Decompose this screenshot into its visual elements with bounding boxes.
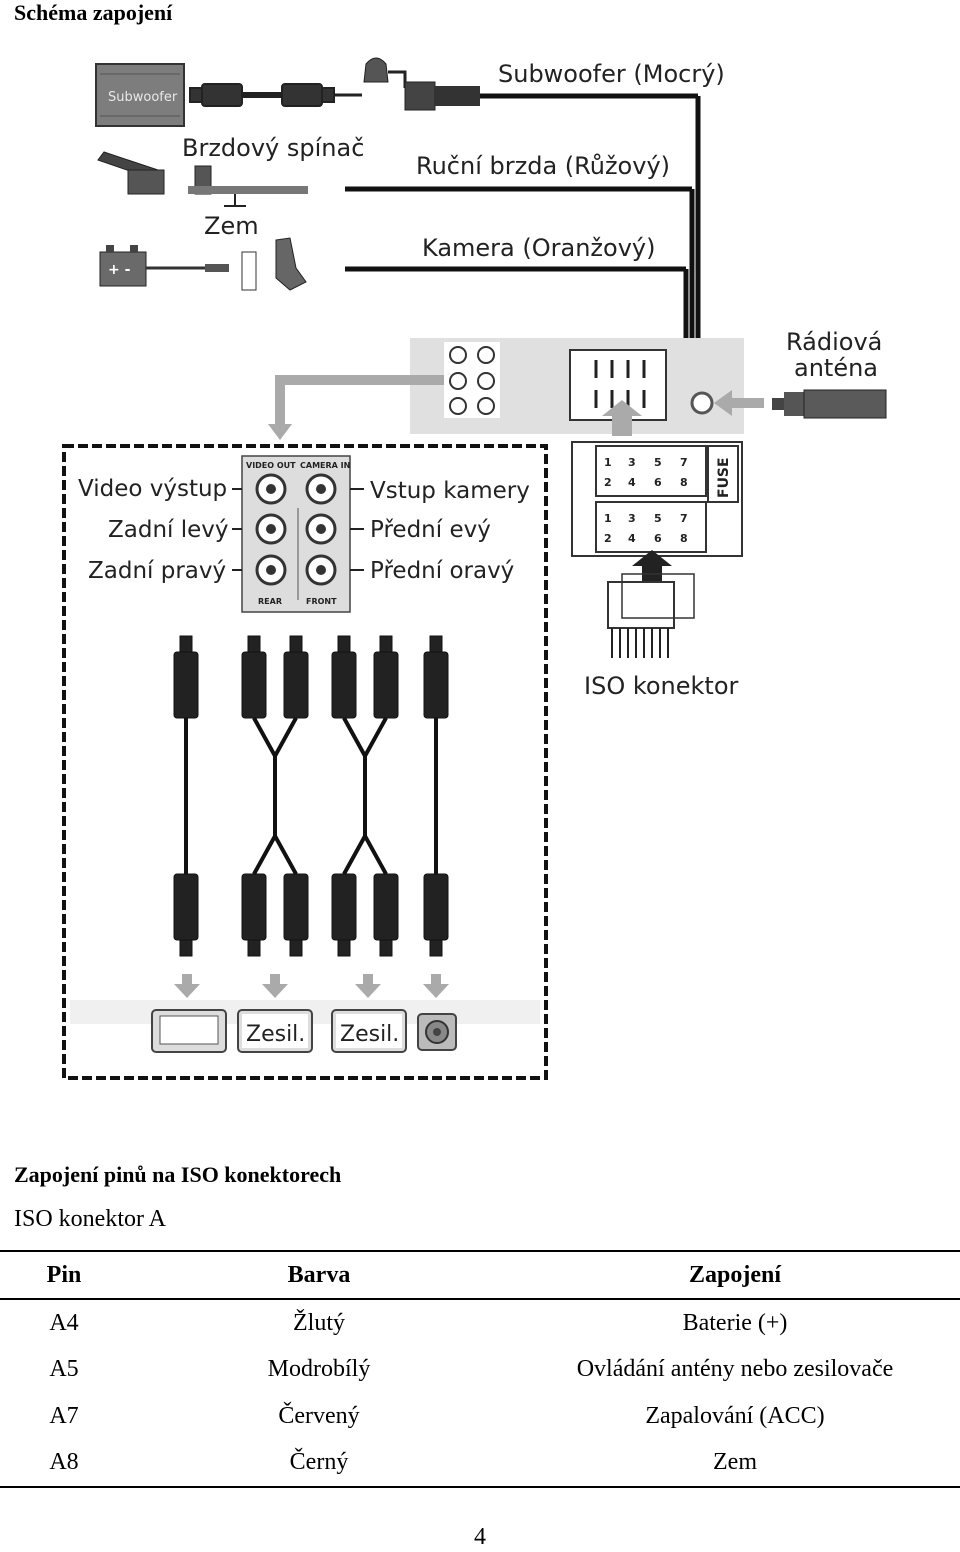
svg-text:2: 2 [604, 532, 612, 545]
pin-cell: A7 [49, 1402, 79, 1429]
svg-text:8: 8 [680, 532, 688, 545]
svg-text:6: 6 [654, 476, 662, 489]
color-cell: Modrobílý [267, 1356, 371, 1383]
pin-cell: A8 [0, 1439, 128, 1488]
arrow-down-icon [268, 424, 292, 440]
subwoofer-speaker-icon [417, 1013, 457, 1051]
rca-section-border [62, 444, 548, 1080]
subwoofer-box-label: Subwoofer [108, 90, 178, 105]
svg-text:2: 2 [604, 476, 612, 489]
svg-text:8: 8 [680, 476, 688, 489]
antenna-plug-icon [772, 389, 887, 419]
rca-cables-icon [173, 635, 449, 957]
svg-text:3: 3 [628, 456, 636, 469]
svg-text:4: 4 [628, 476, 636, 489]
monitor-icon [151, 1009, 227, 1053]
arrow-up-icon [602, 400, 642, 436]
fuse-label: FUSE [716, 457, 732, 498]
connection-cell: Baterie (+) [682, 1309, 788, 1336]
brake-switch-label: Brzdový spínač [182, 134, 364, 162]
table-header-row: Pin Barva Zapojení [0, 1250, 960, 1300]
svg-text:4: 4 [628, 532, 636, 545]
iso-connector-block: FUSE 1 3 5 7 2 4 6 8 1 3 5 7 2 4 6 8 [571, 441, 743, 557]
rear-left-label: Zadní levý [108, 517, 229, 543]
page-title: Schéma zapojení [14, 0, 173, 25]
panel-video-out-label: VIDEO OUT [246, 461, 296, 470]
ground-label: Zem [204, 212, 259, 240]
color-cell: Červený [278, 1402, 360, 1429]
header-pin: Pin [0, 1250, 128, 1300]
camera-in-label: Vstup kamery [370, 478, 530, 504]
camera-wire-label: Kamera (Oranžový) [422, 234, 655, 262]
front-left-label: Přední evý [370, 517, 491, 543]
svg-text:3: 3 [628, 512, 636, 525]
svg-text:1: 1 [604, 512, 612, 525]
table-row: A8 Černý Zem [0, 1439, 960, 1488]
front-right-label: Přední oravý [370, 558, 514, 584]
svg-text:5: 5 [654, 456, 662, 469]
svg-text:1: 1 [604, 456, 612, 469]
battery-icon: + - [99, 245, 229, 287]
svg-text:5: 5 [654, 512, 662, 525]
video-out-label: Video výstup [78, 476, 227, 502]
amplifier-2-icon: Zesil. [331, 1009, 407, 1053]
subwoofer-wire-label: Subwoofer (Mocrý) [498, 60, 725, 88]
amplifier-2-label: Zesil. [340, 1022, 399, 1047]
pin-cell: A5 [49, 1356, 79, 1383]
color-cell: Žlutý [293, 1309, 345, 1336]
section-subtitle: ISO konektor A [14, 1206, 166, 1232]
handbrake-icon [97, 151, 165, 195]
page-number: 4 [474, 1524, 486, 1550]
table-row: A4 Žlutý Baterie (+) [0, 1299, 960, 1347]
section-title: Zapojení pinů na ISO konektorech [14, 1162, 342, 1187]
iso-plug-icon [607, 573, 695, 658]
wiring-diagram: Subwoofer Subwoofer (Mocrý) Brzdový spín… [62, 57, 887, 1080]
subwoofer-rca-cable-icon [189, 83, 362, 107]
device-arrows-icon [174, 974, 449, 998]
panel-front-label: FRONT [306, 597, 337, 606]
camera-icon [241, 237, 307, 291]
svg-text:+ -: + - [108, 262, 131, 278]
connection-cell: Zem [510, 1439, 960, 1488]
header-color: Barva [128, 1250, 510, 1300]
iso-arrow-up-icon [632, 550, 672, 586]
arrow-left-icon [714, 390, 732, 416]
svg-text:7: 7 [680, 512, 688, 525]
rca-jack-panel: VIDEO OUT CAMERA IN REAR FRONT [241, 455, 351, 613]
pin-cell: A4 [49, 1309, 79, 1336]
subwoofer-wire-connector-icon [363, 57, 698, 111]
connection-cell: Zapalování (ACC) [645, 1402, 825, 1429]
amplifier-1-label: Zesil. [246, 1022, 305, 1047]
table-row: A7 Červený Zapalování (ACC) [0, 1393, 960, 1440]
subwoofer-box-icon: Subwoofer [95, 63, 185, 127]
header-connection: Zapojení [510, 1250, 960, 1300]
table-row: A5 Modrobílý Ovládání antény nebo zesilo… [0, 1347, 960, 1394]
color-cell: Černý [128, 1439, 510, 1488]
panel-rear-label: REAR [258, 597, 282, 606]
iso-pin-table: Pin Barva Zapojení A4 Žlutý Baterie (+) … [0, 1250, 960, 1488]
panel-camera-in-label: CAMERA IN [300, 461, 350, 470]
antenna-label-line2: anténa [794, 354, 878, 382]
rear-right-label: Zadní pravý [88, 558, 226, 584]
svg-text:6: 6 [654, 532, 662, 545]
brake-switch-icon [188, 165, 308, 207]
handbrake-wire-label: Ruční brzda (Růžový) [416, 152, 670, 180]
antenna-label-line1: Rádiová [786, 328, 882, 356]
svg-text:7: 7 [680, 456, 688, 469]
amplifier-1-icon: Zesil. [237, 1009, 313, 1053]
iso-connector-label: ISO konektor [584, 672, 739, 700]
connection-cell: Ovládání antény nebo zesilovače [576, 1356, 894, 1383]
head-unit-back-panel [410, 338, 744, 434]
